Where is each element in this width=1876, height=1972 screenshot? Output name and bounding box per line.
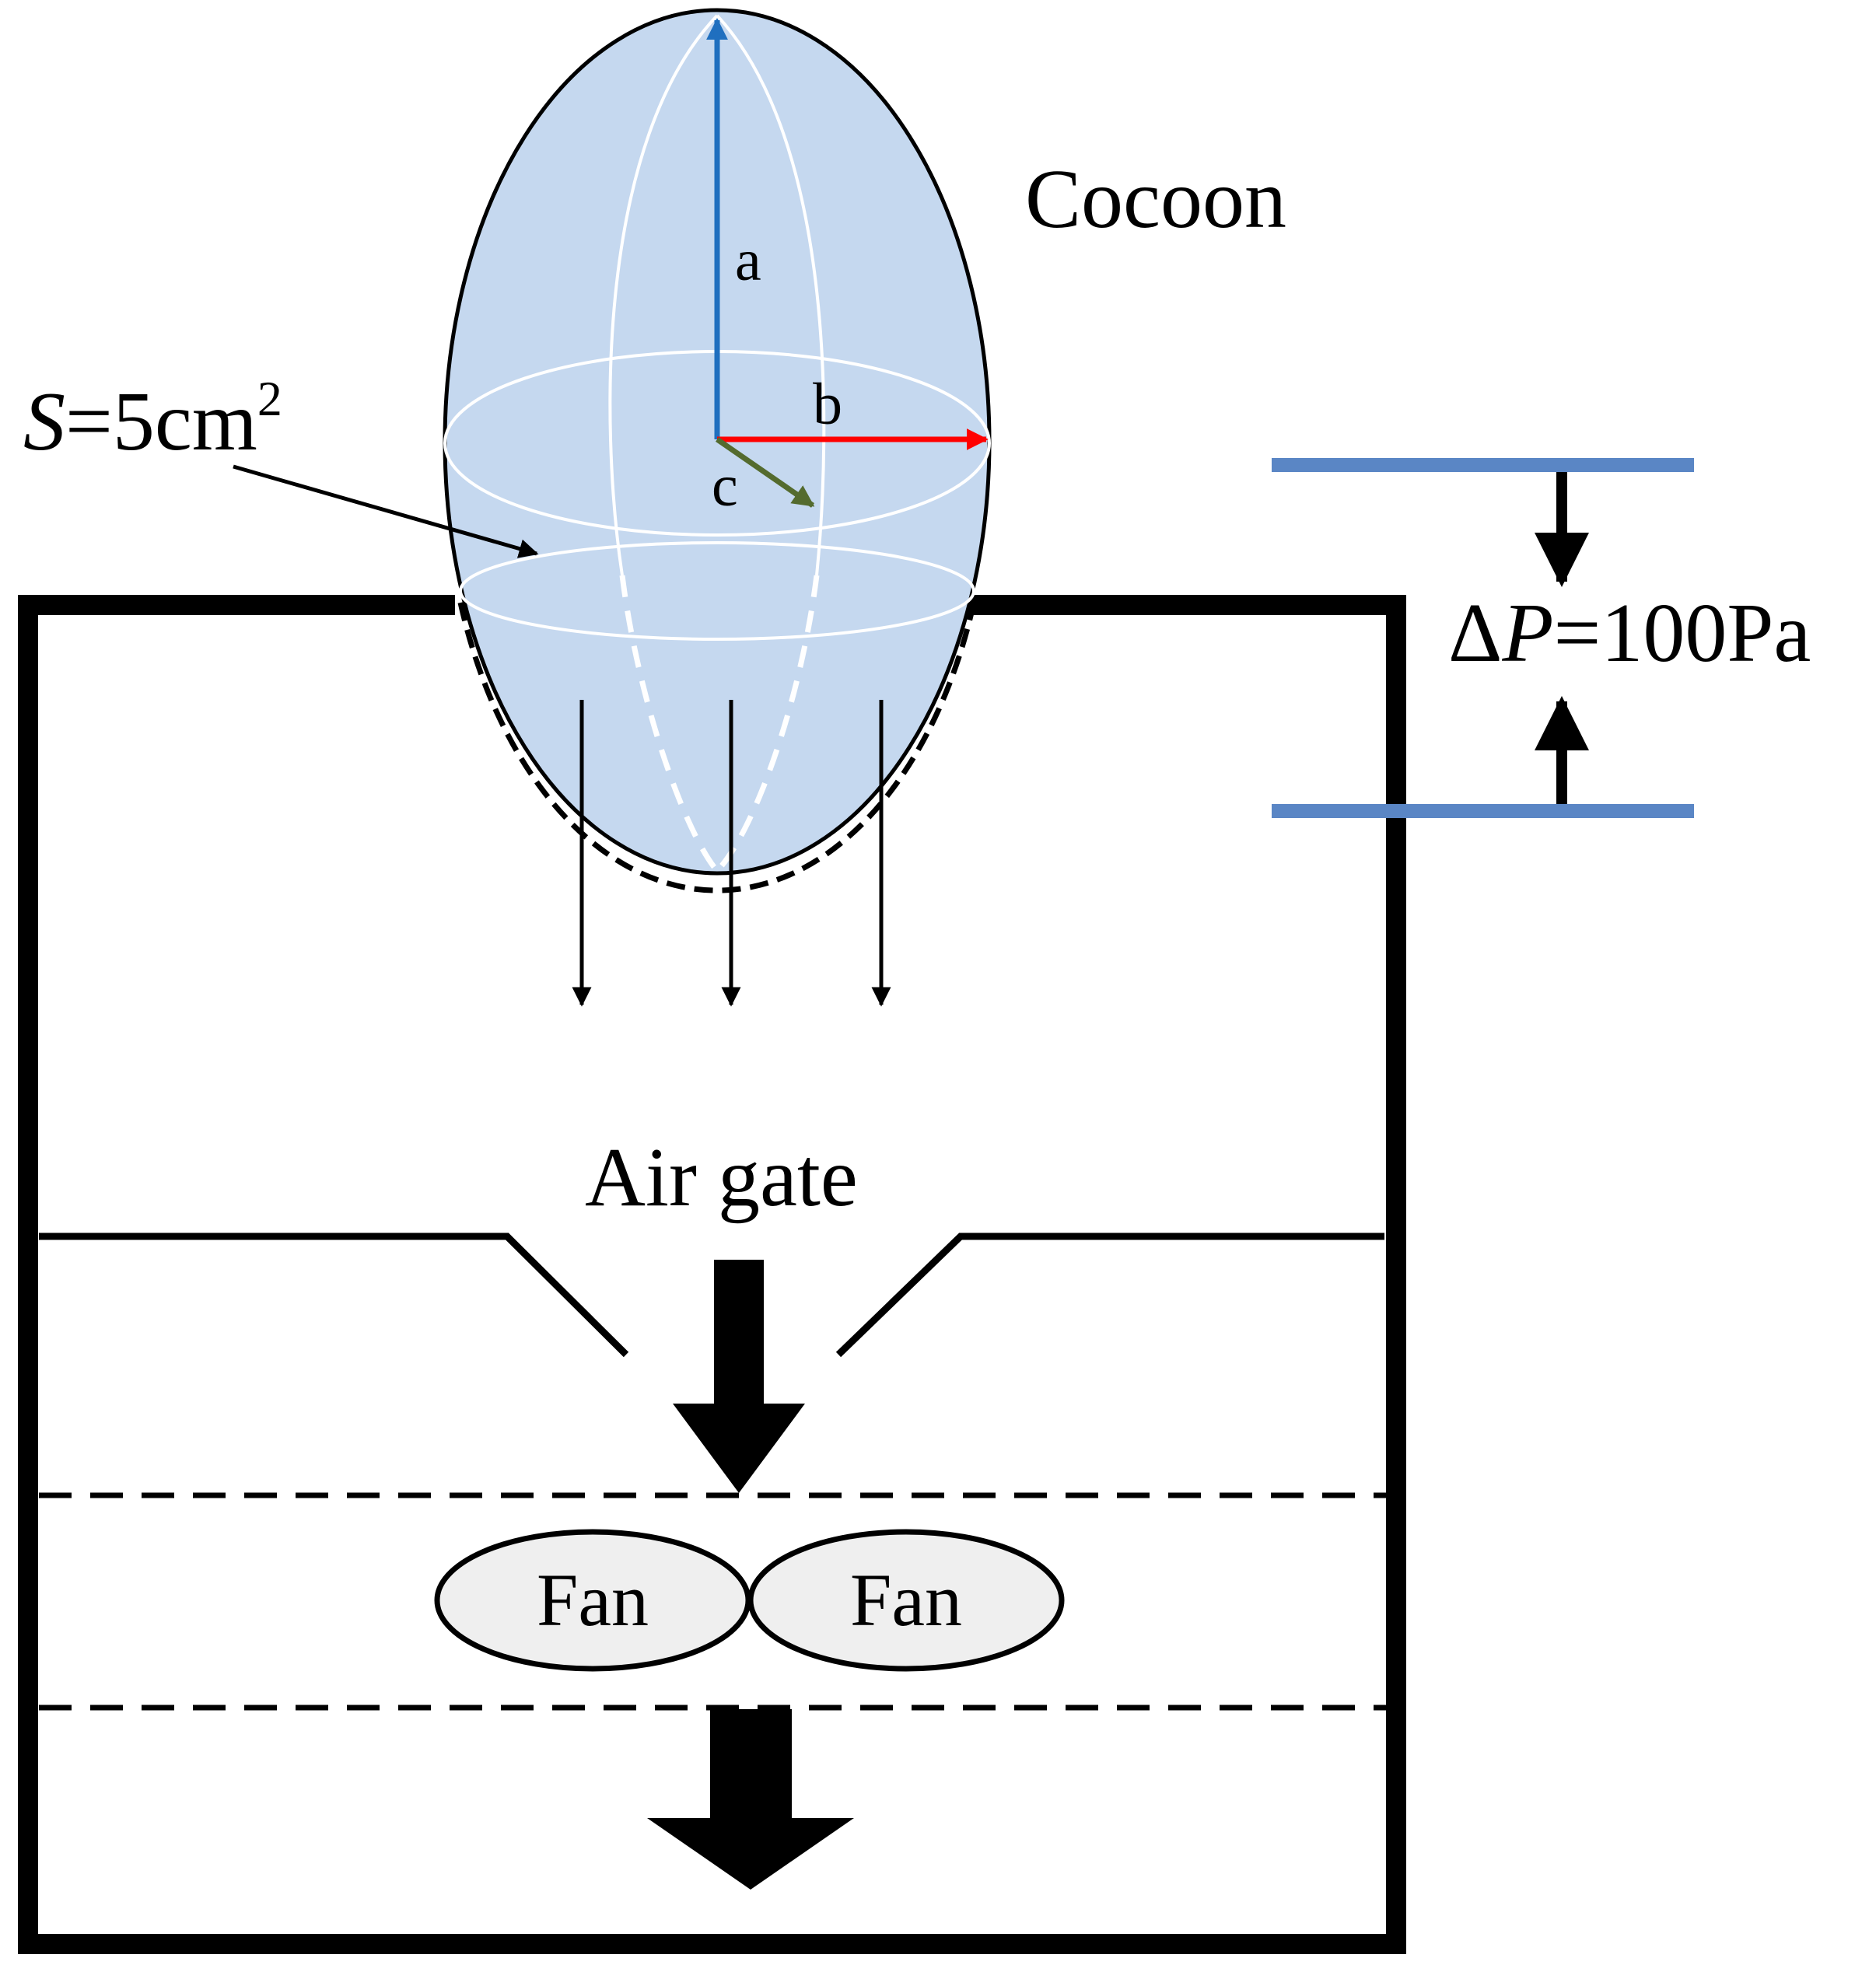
pressure-label: ΔP=100Pa: [1448, 587, 1811, 680]
air-gate: [39, 1232, 1384, 1358]
area-value: =5cm: [65, 376, 257, 468]
area-exponent: 2: [257, 371, 282, 426]
main-flow-arrow: [673, 1260, 805, 1493]
chamber-wall: [18, 595, 1406, 1954]
axis-c-arrow: [716, 437, 815, 508]
cocoon-meridian-left: [608, 14, 719, 576]
pressure-delta: Δ: [1448, 587, 1502, 680]
fans: Fan Fan: [434, 1529, 1065, 1672]
axis-b-label: b: [813, 372, 842, 437]
pressure-variable: P: [1501, 587, 1553, 680]
axis-a-label: a: [735, 228, 761, 293]
cocoon: a b c: [443, 8, 992, 893]
air-gate-left-plate: [39, 1232, 629, 1358]
area-variable: S: [23, 376, 65, 468]
exhaust-arrow: [647, 1709, 854, 1890]
cocoon-label: Cocoon: [1025, 153, 1286, 246]
cocoon-meridian-left-hidden: [619, 575, 719, 873]
air-gate-label: Air gate: [585, 1131, 858, 1224]
fan-left-label: Fan: [537, 1558, 649, 1642]
pressure-value: =100Pa: [1553, 587, 1811, 680]
area-pointer-arrow: [233, 464, 539, 558]
area-label: S=5cm2: [23, 371, 282, 468]
axis-c-label: c: [712, 453, 738, 519]
cocoon-section-ellipse: [459, 541, 975, 641]
air-gate-right-plate: [835, 1232, 1384, 1358]
cocoon-lower-outline: [457, 602, 977, 893]
fan-right-label: Fan: [850, 1558, 962, 1642]
area-annotation: S=5cm2: [23, 371, 539, 558]
cocoon-meridian-right: [716, 14, 826, 576]
fan-right: [747, 1529, 1065, 1672]
airflow-arrows: [572, 700, 891, 1007]
chamber: [18, 595, 1406, 1954]
pressure-indicator: ΔP=100Pa: [1272, 458, 1811, 818]
